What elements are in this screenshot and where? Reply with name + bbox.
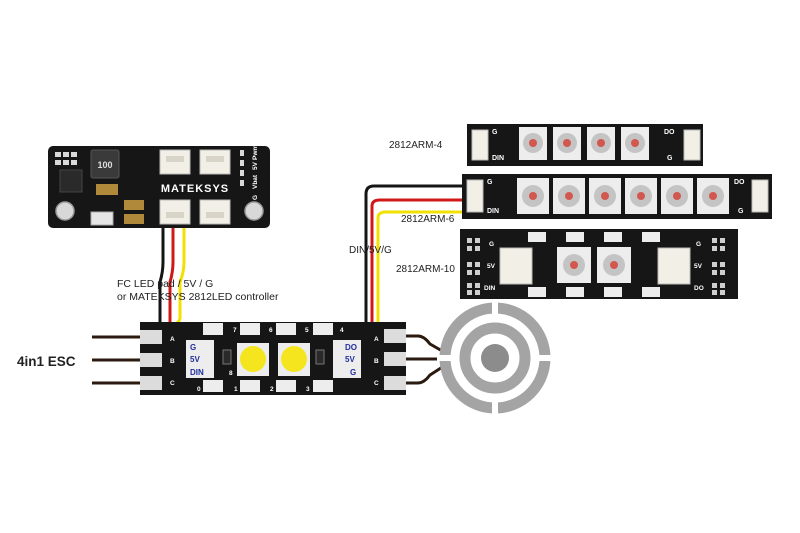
left-pad-label-g: G — [190, 343, 196, 352]
label-din-5v-g: DIN/5V/G — [349, 245, 392, 256]
right-pad-label-g: G — [350, 368, 356, 377]
letter-right-a: A — [374, 336, 379, 343]
arm6-pin-din: DIN — [487, 208, 499, 215]
motor-inner-ring — [459, 322, 531, 394]
arm10-pin-5v-right: 5V — [694, 263, 703, 270]
mounting-hole-left — [55, 201, 75, 221]
num-top-7: 7 — [233, 327, 237, 334]
motor — [437, 300, 553, 416]
label-fc-line1: FC LED pad / 5V / G — [117, 278, 213, 290]
label-2812arm-10: 2812ARM-10 — [396, 264, 455, 275]
arm10-small-leds — [528, 232, 660, 297]
letter-left-c: C — [170, 380, 175, 387]
num-top-5: 5 — [305, 327, 309, 334]
right-pad-label-5v: 5V — [345, 355, 355, 364]
num-top-6: 6 — [269, 327, 273, 334]
motor-wire-3 — [404, 364, 445, 385]
arm6-pin-g: G — [487, 179, 493, 186]
label-2812arm-6: 2812ARM-6 — [401, 214, 455, 225]
left-pad-label-din: DIN — [190, 368, 204, 377]
arm4-pin-g-right: G — [667, 155, 673, 162]
arm10-main-leds — [557, 247, 631, 283]
num-bottom-3: 3 — [306, 386, 310, 393]
pin-label-pwm: Pwm — [252, 145, 259, 160]
arm6-pin-g-right: G — [738, 208, 744, 215]
arm4-pin-do: DO — [664, 129, 675, 136]
esc-pads — [140, 329, 406, 390]
letter-left-a: A — [170, 336, 175, 343]
label-4in1-esc: 4in1 ESC — [17, 354, 76, 369]
controller-pin-labels: G Vbat 5V Pwm — [252, 145, 259, 200]
controller-chip — [59, 169, 83, 193]
inductor — [90, 149, 120, 179]
pin-label-5v: 5V — [252, 161, 259, 170]
right-pad-label-do: DO — [345, 343, 357, 352]
arm10-pin-do: DO — [694, 285, 704, 292]
left-pad-label-5v: 5V — [190, 355, 200, 364]
num-bottom-1: 1 — [234, 386, 238, 393]
motor-wire-1 — [404, 334, 445, 354]
num-bottom-0: 0 — [197, 386, 201, 393]
strip-2812arm-6: G DIN DO G — [462, 174, 772, 219]
strip-2812arm-10: G 5V DIN G 5V DO — [460, 229, 738, 299]
letter-left-b: B — [170, 358, 175, 365]
letter-right-c: C — [374, 380, 379, 387]
capacitor-3 — [124, 214, 144, 224]
pin-label-vbat: Vbat — [252, 174, 259, 189]
arm10-side-pads — [467, 238, 725, 295]
capacitor-1 — [96, 184, 118, 195]
label-fc-line2: or MATEKSYS 2812LED controller — [117, 291, 279, 303]
arm4-leds — [519, 127, 649, 160]
num-top-4: 4 — [340, 327, 344, 334]
controller-connectors — [159, 149, 231, 225]
num-side-8: 8 — [229, 370, 233, 377]
inductor-code: 100 — [97, 160, 112, 170]
center-led-right — [281, 346, 307, 372]
arm6-leds — [517, 178, 729, 214]
arm6-pin-do: DO — [734, 179, 745, 186]
letter-right-b: B — [374, 358, 379, 365]
board-small-leds — [203, 323, 333, 392]
arm10-pin-g-right: G — [696, 241, 701, 248]
led-controller-board: 100 MATEKSYS G Vbat 5V Pwm — [48, 145, 270, 228]
arm4-pin-g: G — [492, 129, 498, 136]
num-bottom-2: 2 — [270, 386, 274, 393]
mounting-hole-right — [244, 201, 264, 221]
main-led-board: G 5V DIN DO 5V G 7 6 5 4 0 1 2 3 8 A B C… — [140, 322, 406, 395]
strip-2812arm-4: G DIN DO G — [467, 124, 703, 166]
arm10-pin-5v: 5V — [487, 263, 496, 270]
arm10-pin-din: DIN — [484, 285, 496, 292]
center-led-left — [240, 346, 266, 372]
brand-logo: MATEKSYS — [161, 183, 229, 195]
motor-shaft — [481, 344, 509, 372]
left-pad-block — [186, 340, 214, 378]
label-2812arm-4: 2812ARM-4 — [389, 140, 443, 151]
arm10-pin-g: G — [489, 241, 494, 248]
arm4-pin-din: DIN — [492, 155, 504, 162]
small-pads — [55, 150, 244, 186]
pin-label-g: G — [252, 195, 259, 200]
right-pad-block — [333, 340, 361, 378]
capacitor-2 — [124, 200, 144, 210]
controller-button — [90, 211, 114, 226]
